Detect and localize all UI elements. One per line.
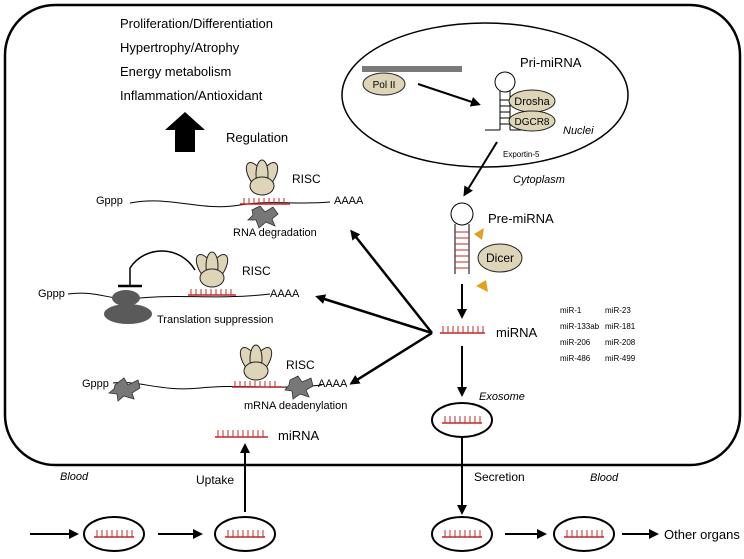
cell-membrane (3, 3, 742, 467)
mechanism-label: mRNA deadenylation (244, 400, 347, 412)
ribosome-large-icon (104, 304, 152, 324)
dgcr8-protein (508, 110, 556, 132)
ribosome-small-icon (112, 290, 140, 306)
polya-tail-label: AAAA (334, 195, 364, 207)
risc-label: RISC (286, 358, 315, 372)
risc-complex-icon (191, 251, 233, 288)
mirna-name: miR-206 (560, 338, 591, 347)
blood-exosome (214, 516, 276, 552)
secretion-label: Secretion (474, 470, 525, 484)
blood-exosome (83, 516, 145, 552)
regulation-up-arrow-icon (165, 112, 205, 152)
dna-strand (362, 66, 462, 72)
deadenylase-icon (284, 375, 314, 400)
cap-label: Gppp (96, 195, 123, 207)
effect-text: Inflammation/Antioxidant (120, 88, 263, 103)
mechanism-arrow (315, 294, 433, 335)
mechanism-arrow (350, 229, 433, 334)
nuclease-icon (247, 205, 279, 229)
pol-ii-enzyme (362, 72, 406, 96)
uptake-label: Uptake (196, 473, 234, 487)
dicer-cleavage-marker (476, 280, 488, 292)
cap-label: Gppp (82, 378, 109, 390)
blood-exosome (431, 516, 493, 552)
dicer-cleavage-marker (474, 228, 484, 240)
nuclei-label: Nuclei (563, 125, 594, 137)
risc-label: RISC (292, 172, 321, 186)
dgcr8-label: DGCR8 (514, 117, 549, 128)
mirna-name: miR-1 (560, 306, 582, 315)
exosome-vesicle (431, 402, 493, 438)
pre-mirna-hairpin (450, 202, 474, 274)
translation-mechanism (67, 250, 271, 324)
regulation-label: Regulation (226, 130, 288, 145)
cytoplasm-label: Cytoplasm (513, 174, 565, 186)
mechanism-label: Translation suppression (157, 314, 273, 326)
mechanism-arrow (349, 331, 433, 385)
dicer-enzyme (477, 243, 523, 273)
blood-label: Blood (590, 472, 619, 484)
mirna-label: miRNA (496, 325, 537, 340)
deadenylation-mechanism (108, 344, 323, 402)
blood-exosome (553, 516, 615, 552)
mirna-name: miR-208 (605, 338, 636, 347)
pre-mirna-label: Pre-miRNA (488, 211, 554, 226)
mirna-name: miR-23 (605, 306, 631, 315)
blood-label: Blood (60, 471, 89, 483)
mechanism-label: RNA degradation (233, 227, 317, 239)
risc-complex-icon (235, 344, 277, 381)
drosha-label: Drosha (514, 96, 550, 108)
transcription-arrow (417, 83, 481, 107)
effect-text: Proliferation/Differentiation (120, 16, 273, 31)
pol-ii-label: Pol II (373, 80, 396, 91)
mirna-name: miR-499 (605, 354, 636, 363)
effect-text: Hypertrophy/Atrophy (120, 40, 240, 55)
decapping-enzyme-icon (108, 377, 141, 402)
risc-label: RISC (242, 264, 271, 278)
dicer-label: Dicer (486, 251, 514, 265)
mature-mirna (440, 326, 485, 334)
mirna-name: miR-133ab (560, 322, 600, 331)
effect-text: Energy metabolism (120, 64, 231, 79)
polya-tail-label: AAAA (270, 288, 300, 300)
mirna-name: miR-486 (560, 354, 591, 363)
uptake-mirna-label: miRNA (278, 428, 319, 443)
nucleus (341, 22, 629, 168)
polya-tail-label: AAAA (318, 378, 348, 390)
pri-mirna-label: Pri-miRNA (520, 55, 582, 70)
degradation-mechanism (129, 159, 331, 229)
risc-complex-icon (241, 159, 283, 196)
other-organs-label: Other organs (664, 527, 740, 542)
export-arrow (463, 141, 498, 197)
mirna-name: miR-181 (605, 322, 636, 331)
exosome-label: Exosome (479, 391, 525, 403)
exportin-label: Exportin-5 (503, 150, 540, 159)
cap-label: Gppp (38, 288, 65, 300)
uptaken-mirna (215, 430, 268, 438)
